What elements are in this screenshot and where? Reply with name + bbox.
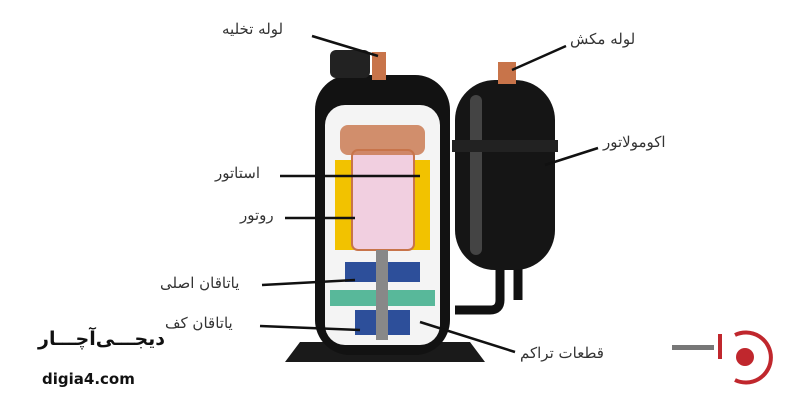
watermark-website: digia4.com (42, 370, 135, 388)
label-discharge-pipe: لوله تخلیه (222, 20, 284, 38)
label-stator: استاتور (215, 164, 260, 182)
rotor (351, 149, 415, 251)
watermark-brand: دیجـــی‌آچـــار (38, 328, 166, 350)
label-compression-parts: قطعات تراکم (520, 344, 604, 362)
label-main-bearing: یاتاقان اصلی (160, 274, 240, 292)
suction-pipe (498, 62, 516, 84)
discharge-pipe (372, 52, 386, 80)
label-bottom-bearing: یاتاقان کف (165, 314, 233, 332)
label-rotor: روتور (240, 206, 274, 224)
digiachar-logo (672, 330, 773, 385)
suction-connection-pipe (455, 265, 505, 315)
label-accumulator: اکومولاتور (603, 133, 666, 151)
label-suction-pipe: لوله مکش (570, 30, 636, 48)
